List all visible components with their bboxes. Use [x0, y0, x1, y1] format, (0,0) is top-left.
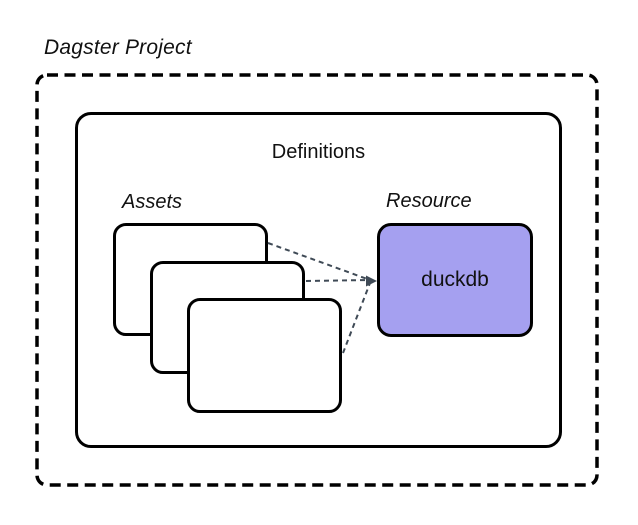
assets-label: Assets [122, 191, 183, 213]
asset-card [187, 298, 342, 413]
definitions-label: Definitions [271, 141, 366, 163]
diagram-title: Dagster Project [44, 36, 192, 59]
resource-node: duckdb [377, 223, 533, 337]
resource-node-label: duckdb [421, 268, 489, 291]
resource-label: Resource [386, 190, 472, 212]
